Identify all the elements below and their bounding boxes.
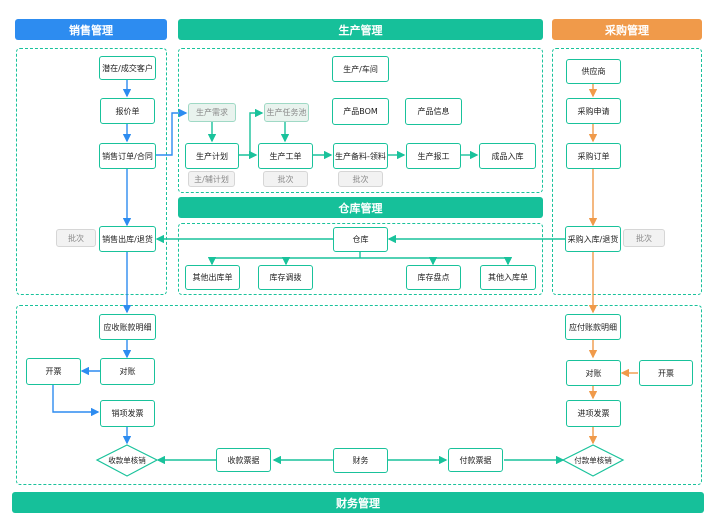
payment-writeoff-diamond [561,444,625,477]
plan-node[interactable]: 生产计划 [185,143,239,169]
workorder-batch-tag: 批次 [263,171,308,187]
wire-workorder-pool [249,108,264,155]
wire-store-branch [211,252,509,264]
work-order-node[interactable]: 生产工单 [258,143,313,169]
material-node[interactable]: 生产备料-领料 [333,143,388,169]
purchase-reconcile-node[interactable]: 对账 [566,360,621,386]
sales-batch-tag: 批次 [56,229,96,247]
receipt-writeoff-diamond [95,444,159,477]
finished-node[interactable]: 成品入库 [479,143,536,169]
payment-bill-node[interactable]: 付款票据 [448,448,503,472]
receivable-node[interactable]: 应收账款明细 [99,314,156,340]
quote-node[interactable]: 报价单 [100,98,155,124]
purchase-header: 采购管理 [552,19,702,40]
input-invoice-node[interactable]: 进项发票 [566,400,621,427]
finance-region [16,305,702,485]
report-node[interactable]: 生产报工 [406,143,461,169]
receipt-writeoff-label[interactable]: 收款单核销 [108,455,146,465]
sales-header: 销售管理 [15,19,167,40]
product-info-node[interactable]: 产品信息 [405,98,462,125]
invoice-out-node[interactable]: 开票 [26,358,81,385]
task-pool-node[interactable]: 生产任务池 [264,103,309,122]
sales-invoice-node[interactable]: 销项发票 [100,400,155,427]
purchase-region [552,48,702,295]
warehouse-region [178,223,543,295]
production-region [178,48,543,193]
receipt-bill-node[interactable]: 收款票据 [216,448,271,472]
purchase-inbound-node[interactable]: 采购入库/退货 [565,226,621,252]
transfer-node[interactable]: 库存调拨 [258,265,313,290]
wire-invoice-salesinvoice [52,385,100,417]
sales-order-node[interactable]: 销售订单/合同 [99,143,156,169]
supplier-node[interactable]: 供应商 [566,59,621,84]
purchase-batch-tag: 批次 [623,229,665,247]
other-outbound-node[interactable]: 其他出库单 [185,265,240,290]
workshop-node[interactable]: 生产/车间 [332,56,389,82]
sub-plan-tag: 主/辅计划 [188,171,235,187]
invoice-in-node[interactable]: 开票 [639,360,693,386]
sales-reconcile-node[interactable]: 对账 [100,358,155,385]
store-node[interactable]: 仓库 [333,227,388,252]
material-batch-tag: 批次 [338,171,383,187]
stocktake-node[interactable]: 库存盘点 [406,265,461,290]
purchase-order-node[interactable]: 采购订单 [566,143,621,169]
sales-region [16,48,167,295]
bom-node[interactable]: 产品BOM [332,98,389,125]
production-header: 生产管理 [178,19,543,40]
purchase-request-node[interactable]: 采购申请 [566,98,621,124]
finance-node[interactable]: 财务 [333,448,388,473]
payment-writeoff-label[interactable]: 付款单核销 [574,455,612,465]
warehouse-header: 仓库管理 [178,197,543,218]
payable-node[interactable]: 应付账款明细 [565,314,621,340]
sales-outbound-node[interactable]: 销售出库/退货 [99,226,156,252]
demand-node[interactable]: 生产需求 [188,103,236,122]
wire-order-demand [155,108,188,156]
finance-header: 财务管理 [12,492,704,513]
other-inbound-node[interactable]: 其他入库单 [480,265,536,290]
customer-node[interactable]: 潜在/成交客户 [99,56,156,80]
